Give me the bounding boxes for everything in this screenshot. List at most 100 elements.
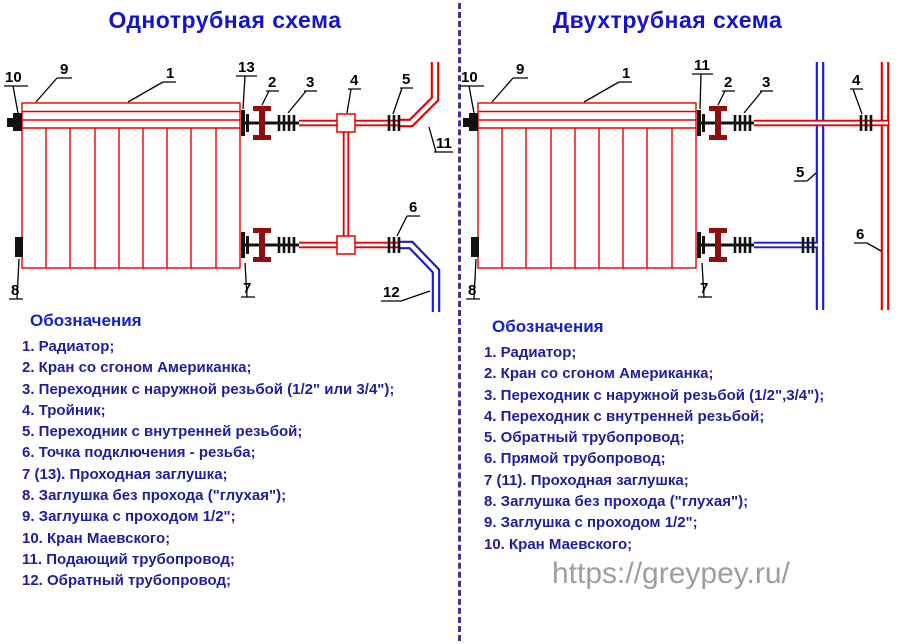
legend-item: 7 (13). Проходная заглушка;	[22, 465, 228, 483]
callout-8: 8	[468, 282, 476, 299]
legend-item: 3. Переходник с наружной резьбой (1/2" и…	[22, 380, 395, 398]
blind-plug	[15, 237, 23, 257]
tee-bottom	[336, 235, 356, 255]
leader-line	[287, 90, 317, 114]
leader-line	[241, 262, 255, 298]
legend-item: 9. Заглушка с проходом 1/2";	[22, 508, 236, 526]
leader-line	[850, 88, 863, 115]
callout-7: 7	[243, 280, 251, 297]
leader-line	[9, 258, 23, 300]
single-pipe-diagram: 10 9 1 13 2 3 4 5 11 6 12 8 7	[4, 60, 453, 312]
callout-9: 9	[60, 61, 68, 78]
leader-line	[692, 73, 713, 110]
riser-junction-fitting	[801, 237, 815, 253]
watermark: https://greypey.ru/	[552, 557, 790, 590]
leader-line	[236, 75, 257, 110]
leader-line	[127, 81, 176, 103]
leader-line	[717, 90, 735, 106]
threaded-adapter-top	[733, 115, 752, 131]
legend-item: 2. Кран со сгоном Американка;	[484, 365, 714, 383]
legend-item: 6. Прямой трубопровод;	[484, 450, 666, 468]
callout-5: 5	[402, 71, 410, 88]
callout-2: 2	[724, 74, 732, 91]
callout-12: 12	[383, 284, 400, 301]
legend-item: 9. Заглушка с проходом 1/2";	[484, 514, 698, 532]
callout-2: 2	[268, 74, 276, 91]
callouts: 10 9 1 13 2 3 4 5 11 6 12 8 7	[4, 60, 453, 302]
valve-bottom	[709, 228, 727, 262]
pass-through-plug-bottom	[697, 232, 705, 258]
callout-4: 4	[350, 72, 359, 89]
threaded-adapter-top	[277, 115, 296, 131]
leader-line	[854, 242, 882, 252]
leader-line	[698, 262, 712, 298]
valve-top	[253, 106, 271, 140]
internal-thread-adapter	[859, 115, 873, 131]
legend-title: Обозначения	[30, 311, 142, 330]
legend-item: 8. Заглушка без прохода ("глухая");	[22, 487, 287, 505]
callout-11: 11	[694, 60, 710, 74]
callout-10: 10	[5, 69, 22, 86]
legend-item: 10. Кран Маевского;	[22, 529, 171, 547]
leader-line	[381, 290, 431, 302]
pass-through-plug-top	[697, 110, 705, 136]
legend-single-pipe: Обозначения 1. Радиатор; 2. Кран со сгон…	[22, 311, 394, 592]
leader-line	[35, 77, 72, 103]
callout-13: 13	[238, 60, 255, 76]
legend-item: 4. Тройник;	[22, 401, 106, 419]
leader-line	[261, 90, 279, 106]
leader-line	[583, 81, 632, 103]
leader-line	[428, 126, 453, 153]
valve-axis	[245, 121, 302, 247]
leader-line	[466, 258, 480, 300]
legend-two-pipe: Обозначения 1. Радиатор; 2. Кран со сгон…	[484, 317, 824, 555]
callout-8: 8	[11, 282, 19, 299]
leader-line	[794, 172, 817, 182]
legend-item: 12. Обратный трубопровод;	[22, 572, 232, 590]
legend-item: 5. Переходник с внутренней резьбой;	[22, 423, 303, 441]
leader-line	[491, 77, 528, 103]
threaded-adapter-bottom	[277, 237, 296, 253]
title-single-pipe: Однотрубная схема	[108, 7, 342, 33]
legend-item: 4. Переходник с внутренней резьбой;	[484, 407, 765, 425]
mayevsky-valve-icon	[7, 113, 22, 131]
leader-line	[392, 87, 413, 115]
callout-10: 10	[461, 69, 478, 86]
title-two-pipe: Двухтрубная схема	[552, 7, 783, 33]
connection-point-fitting	[387, 237, 401, 253]
legend-item: 8. Заглушка без прохода ("глухая");	[484, 493, 749, 511]
callout-1: 1	[166, 65, 174, 82]
leader-line	[396, 215, 420, 237]
scheme-divider	[458, 3, 461, 641]
callout-6: 6	[409, 199, 417, 216]
callout-3: 3	[306, 74, 314, 91]
legend-item: 11. Подающий трубопровод;	[22, 550, 235, 568]
supply-piping	[299, 62, 440, 249]
valve-top	[709, 106, 727, 140]
legend-item: 6. Точка подключения - резьба;	[22, 444, 256, 462]
callout-4: 4	[852, 72, 861, 89]
mayevsky-valve-icon	[463, 113, 478, 131]
leader-line	[743, 90, 773, 114]
leader-line	[346, 88, 361, 114]
blind-plug	[471, 237, 479, 257]
radiator	[21, 102, 241, 269]
pass-through-plug-bottom	[241, 232, 249, 258]
callout-9: 9	[516, 61, 524, 78]
radiator	[477, 102, 697, 269]
valve-bottom	[253, 228, 271, 262]
pass-through-plug-top	[241, 110, 249, 136]
callout-1: 1	[622, 65, 630, 82]
legend-item: 1. Радиатор;	[484, 344, 577, 361]
legend-item: 10. Кран Маевского;	[484, 535, 633, 553]
leader-line	[460, 85, 484, 114]
legend-title: Обозначения	[492, 317, 604, 336]
legend-item: 1. Радиатор;	[22, 338, 115, 355]
callout-7: 7	[700, 280, 708, 297]
callout-11: 11	[436, 135, 452, 152]
legend-item: 3. Переходник с наружной резьбой (1/2",3…	[484, 386, 825, 404]
threaded-adapter-bottom	[733, 237, 752, 253]
valve-axis	[701, 121, 757, 247]
return-piping	[398, 240, 441, 312]
